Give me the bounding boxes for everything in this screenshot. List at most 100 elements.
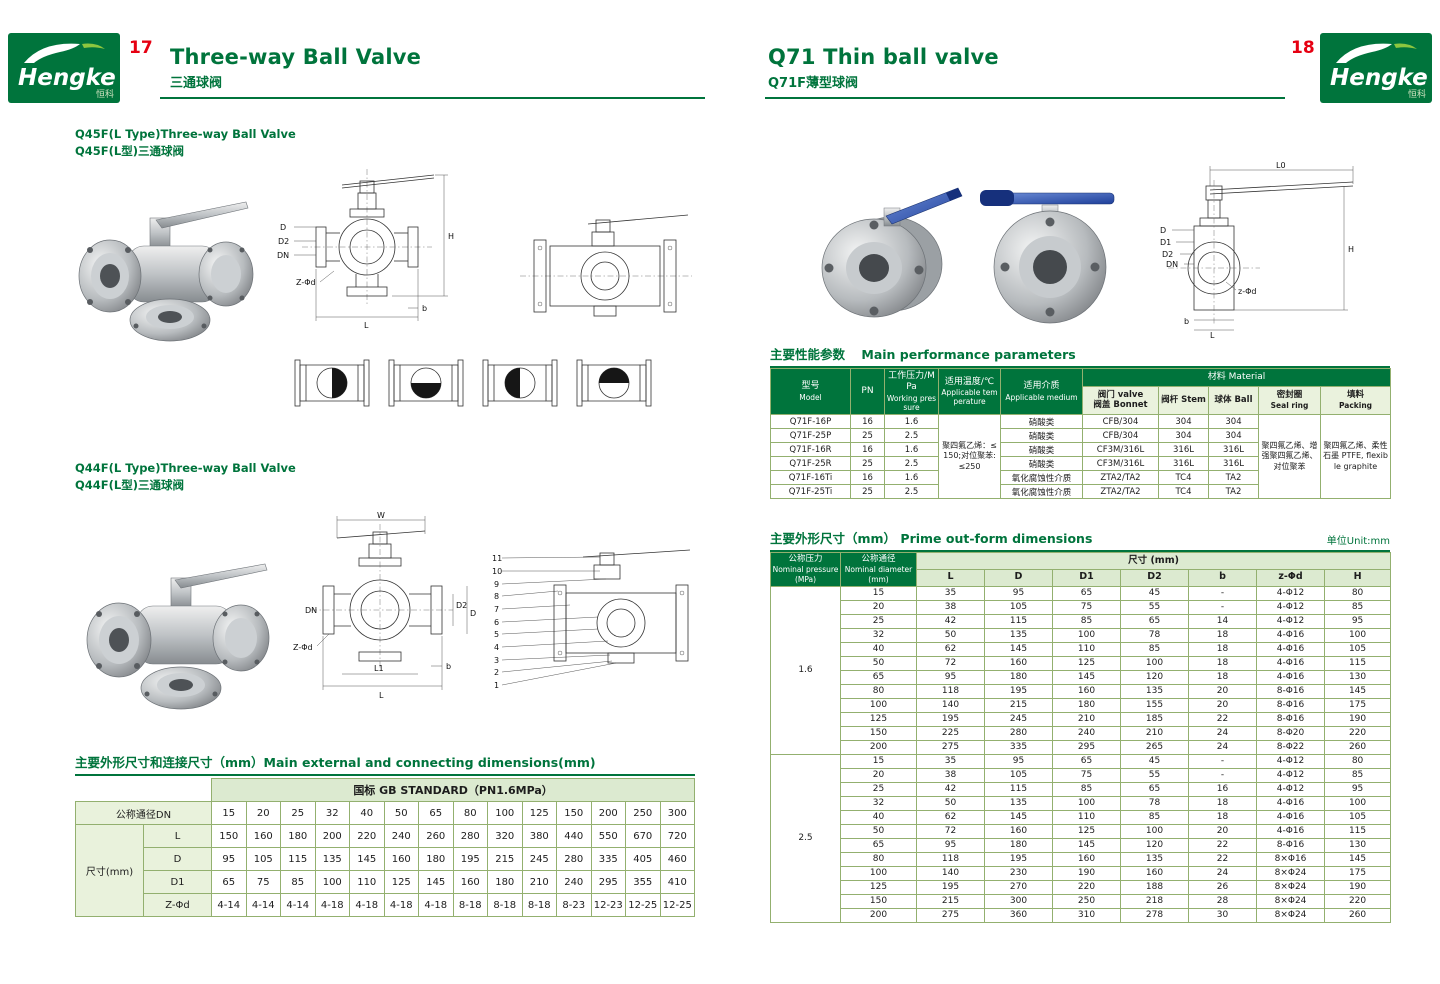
- header-rule-right: [765, 97, 1285, 99]
- out-dim-value: 95: [1323, 781, 1392, 797]
- dim-value: 215: [487, 847, 523, 871]
- out-dim-value: 8-Φ16: [1256, 697, 1325, 713]
- section-heading-q44f: Q44F(L Type)Three-way Ball Valve Q44F(L型…: [75, 460, 296, 495]
- out-dim-value: 85: [1323, 767, 1392, 783]
- dim-value: 145: [349, 847, 385, 871]
- seal-header-cn: 密封圈: [1276, 390, 1303, 401]
- dim-value: 280: [556, 847, 592, 871]
- out-dim-value: 22: [1188, 837, 1257, 853]
- dim-value: 410: [659, 870, 696, 894]
- out-dim-value: 15: [840, 585, 917, 601]
- q45f-front-drawing: H D D2 DN Z-Φd L b: [272, 165, 462, 349]
- logo-background: [8, 33, 120, 103]
- out-header-row-1: 公称压力 Nominal pressure (MPa) 公称通径 Nominal…: [770, 552, 1392, 587]
- out-dim-value: 18: [1188, 627, 1257, 643]
- col-header-D1: D1: [1052, 568, 1121, 587]
- ball-cell: 316L: [1208, 456, 1259, 472]
- medium-cell: 氧化腐蚀性介质: [1000, 484, 1083, 500]
- out-dim-value: 125: [840, 879, 917, 895]
- out-dim-value: 265: [1120, 739, 1189, 755]
- dn-value: 65: [418, 801, 454, 825]
- out-dim-value: -: [1188, 585, 1257, 601]
- dim-value: 4-18: [383, 893, 419, 917]
- out-dim-value: 115: [984, 613, 1053, 629]
- part-number-11: 11: [492, 554, 502, 563]
- pn-cell: 16: [850, 442, 885, 458]
- valve-flange: [993, 210, 1107, 324]
- q71-section-drawing: L0 H D D1 D2 DN z-Φd b L: [1148, 160, 1363, 342]
- dim-label-L: L: [379, 691, 384, 700]
- leaf-icon: [1336, 43, 1392, 63]
- out-dim-value: 125: [1052, 823, 1121, 839]
- port-configuration-diagram-2: [388, 359, 464, 407]
- connecting-dimensions-title: 主要外形尺寸和连接尺寸（mm）Main external and connect…: [75, 752, 695, 776]
- dim-label-L0: L0: [1276, 161, 1286, 170]
- dim-value: 335: [590, 847, 626, 871]
- out-dim-value: 175: [1323, 697, 1392, 713]
- dim-row-label: Z-Φd: [143, 893, 212, 917]
- out-dim-value: 18: [1188, 641, 1257, 657]
- out-dim-value: 218: [1120, 893, 1189, 909]
- dim-value: 150: [211, 824, 247, 848]
- model-cell: Q71F-25Ti: [770, 484, 851, 500]
- out-dim-value: 240: [1052, 725, 1121, 741]
- out-dim-value: 22: [1188, 851, 1257, 867]
- out-dim-value: 195: [916, 879, 985, 895]
- out-dim-value: 24: [1188, 725, 1257, 741]
- q44f-front-drawing: W DN D2 D L1 L b Z-Φd: [285, 510, 480, 709]
- out-dim-value: 95: [916, 837, 985, 853]
- out-title-text: 主要外形尺寸（mm） Prime out-form dimensions: [770, 528, 1092, 547]
- out-dim-value: 8-Φ16: [1256, 683, 1325, 699]
- valve-handle: [170, 563, 268, 609]
- ball-cell: TA2: [1208, 470, 1259, 486]
- out-dim-value: 210: [1052, 711, 1121, 727]
- out-dim-value: 65: [1052, 753, 1121, 769]
- q71-valve-photo-front: [972, 165, 1127, 334]
- port-configuration-diagram-3: [482, 359, 558, 407]
- dim-value: 160: [383, 847, 419, 871]
- dim-value: 4-14: [280, 893, 316, 917]
- out-dim-value: 275: [916, 907, 985, 923]
- stem-cell: 304: [1158, 414, 1209, 430]
- out-dim-value: 30: [1188, 907, 1257, 923]
- out-dim-value: 280: [984, 725, 1053, 741]
- out-dim-value: 160: [984, 823, 1053, 839]
- medium-cell: 硝酸类: [1000, 428, 1083, 444]
- dim-label-D: D: [1160, 226, 1166, 235]
- dim-value: 8-23: [556, 893, 592, 917]
- dim-value: 460: [659, 847, 696, 871]
- out-dim-value: 105: [984, 599, 1053, 615]
- dim-label-D2: D2: [456, 601, 467, 610]
- valve-flanges: [86, 602, 270, 710]
- perf-header-packing: 填料 Packing: [1319, 385, 1392, 416]
- packing-header-cn: 填料: [1347, 390, 1365, 401]
- dim-label-D2: D2: [278, 237, 289, 246]
- out-dim-value: 95: [984, 753, 1053, 769]
- col-header-b: b: [1188, 568, 1257, 587]
- dim-label-L1: L1: [374, 664, 384, 673]
- diameter-header-cn: 公称通径: [861, 554, 896, 564]
- out-dim-value: 20: [1188, 823, 1257, 839]
- out-dim-value: 8-Φ16: [1256, 711, 1325, 727]
- dim-value: 4-14: [245, 893, 281, 917]
- dim-label-D1: D1: [1160, 238, 1171, 247]
- out-dim-value: 26: [1188, 879, 1257, 895]
- dim-value: 8-18: [452, 893, 488, 917]
- out-dim-value: 8×Φ24: [1256, 879, 1325, 895]
- out-dim-value: 118: [916, 851, 985, 867]
- size-unit-label: 尺寸(mm): [75, 824, 144, 917]
- dim-value: 145: [418, 870, 454, 894]
- out-dim-value: 75: [1052, 599, 1121, 615]
- out-dim-value: 4-Φ12: [1256, 781, 1325, 797]
- dim-value: 245: [521, 847, 557, 871]
